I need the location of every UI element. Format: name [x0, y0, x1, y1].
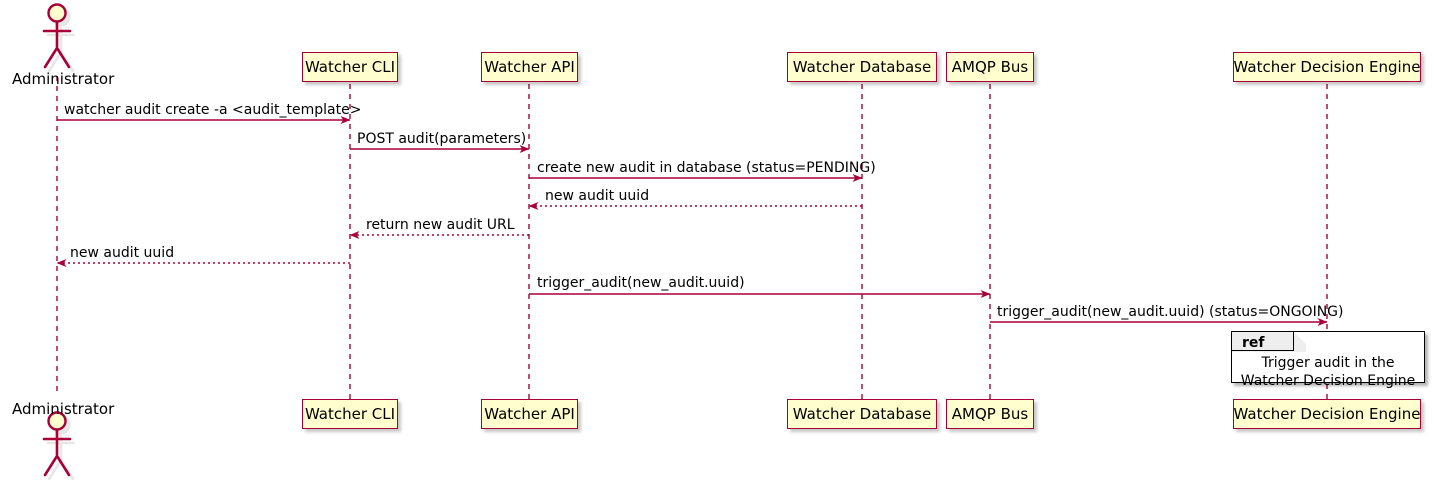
- participant-label: Watcher API: [484, 404, 575, 423]
- participant-label: AMQP Bus: [951, 404, 1029, 423]
- participant-decision-engine-bottom[interactable]: Watcher Decision Engine: [1233, 399, 1421, 429]
- message-label-m2: POST audit(parameters): [357, 131, 527, 147]
- participant-decision-engine-top[interactable]: Watcher Decision Engine: [1233, 52, 1421, 82]
- message-label-m8: trigger_audit(new_audit.uuid) (status=ON…: [997, 304, 1344, 320]
- participant-watcher-db-bottom[interactable]: Watcher Database: [787, 399, 937, 429]
- ref-fragment-line-1: Trigger audit in the: [1261, 355, 1395, 371]
- participant-watcher-db-top[interactable]: Watcher Database: [787, 52, 937, 82]
- participant-label: Watcher Decision Engine: [1233, 57, 1421, 76]
- participant-amqp-bus-bottom[interactable]: AMQP Bus: [946, 399, 1034, 429]
- participant-label: AMQP Bus: [951, 57, 1029, 76]
- ref-fragment-line-2: Watcher Decision Engine: [1240, 373, 1416, 390]
- participant-watcher-cli-bottom[interactable]: Watcher CLI: [302, 399, 398, 429]
- actor-administrator-bottom: [42, 411, 72, 477]
- message-label-m1: watcher audit create -a <audit_template>: [64, 102, 362, 118]
- message-label-m5: return new audit URL: [366, 217, 515, 233]
- ref-fragment-tab-border: [1232, 332, 1294, 351]
- participant-label: Watcher Database: [792, 404, 932, 423]
- participant-label: Watcher CLI: [304, 57, 396, 76]
- participant-label: Watcher CLI: [304, 404, 396, 423]
- participant-watcher-cli-top[interactable]: Watcher CLI: [302, 52, 398, 82]
- participant-watcher-api-top[interactable]: Watcher API: [481, 52, 578, 82]
- participant-watcher-api-bottom[interactable]: Watcher API: [481, 399, 578, 429]
- message-label-m4: new audit uuid: [545, 188, 650, 204]
- message-label-m3: create new audit in database (status=PEN…: [537, 160, 876, 176]
- actor-figures-group: [42, 3, 76, 481]
- participant-amqp-bus-top[interactable]: AMQP Bus: [946, 52, 1034, 82]
- ref-fragment: ref Trigger audit in the Watcher Decisio…: [1231, 331, 1425, 389]
- message-arrows-group: [56, 116, 1328, 326]
- participant-label: Watcher API: [484, 57, 575, 76]
- message-label-m7: trigger_audit(new_audit.uuid): [537, 275, 745, 291]
- participant-label: Watcher Database: [792, 57, 932, 76]
- actor-label-administrator-top: Administrator: [12, 70, 115, 88]
- ref-fragment-title: ref: [1242, 335, 1265, 351]
- message-label-m6: new audit uuid: [70, 245, 175, 261]
- actor-administrator-top: [42, 3, 72, 69]
- lifelines-group: [56, 76, 1328, 399]
- ref-fragment-body: Trigger audit in the Watcher Decision En…: [1232, 354, 1424, 390]
- actor-label-administrator-bottom: Administrator: [12, 400, 115, 418]
- participant-label: Watcher Decision Engine: [1233, 404, 1421, 423]
